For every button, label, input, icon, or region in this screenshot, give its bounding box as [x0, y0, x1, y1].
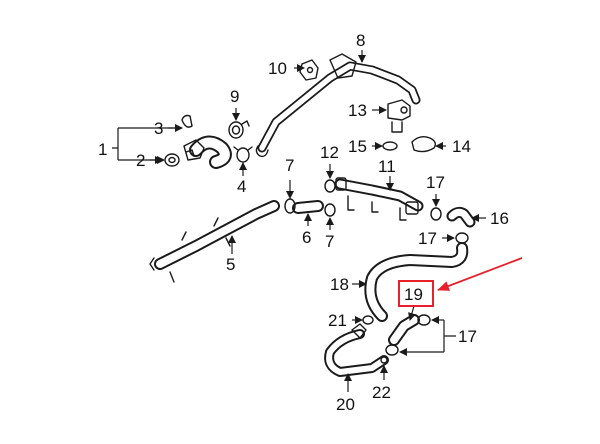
- part-5-water-pipe[interactable]: [149, 200, 280, 283]
- part-18-bypass-hose[interactable]: [364, 242, 469, 322]
- part-17-clamp-lower-bottom[interactable]: [385, 344, 399, 356]
- callout-12[interactable]: 12: [320, 143, 339, 162]
- part-16-hose[interactable]: [446, 206, 476, 228]
- part-17-clamp-lower-top[interactable]: [417, 314, 431, 326]
- callout-8[interactable]: 8: [356, 31, 365, 50]
- part-20-lower-pipe[interactable]: [324, 323, 389, 377]
- part-7-clamp-upper[interactable]: [284, 198, 296, 214]
- callout-16[interactable]: 16: [490, 209, 509, 228]
- part-7-clamp-lower[interactable]: [324, 203, 336, 217]
- callout-17-upper[interactable]: 17: [426, 173, 445, 192]
- part-6-hose[interactable]: [292, 200, 324, 214]
- part-9-clamp[interactable]: [228, 120, 250, 139]
- part-19-hose[interactable]: [388, 314, 420, 346]
- part-2-washer[interactable]: [164, 153, 180, 167]
- callout-10[interactable]: 10: [268, 59, 287, 78]
- callout-4[interactable]: 4: [237, 177, 246, 196]
- callout-20[interactable]: 20: [336, 395, 355, 414]
- leader-lines: [112, 50, 486, 392]
- part-17-clamp-mid[interactable]: [455, 232, 469, 244]
- callout-13[interactable]: 13: [348, 101, 367, 120]
- callout-15[interactable]: 15: [348, 137, 367, 156]
- part-13-sensor[interactable]: [387, 99, 411, 133]
- callout-1[interactable]: 1: [98, 140, 107, 159]
- part-4-clamp[interactable]: [233, 146, 253, 163]
- callout-18[interactable]: 18: [330, 275, 349, 294]
- callout-19[interactable]: 19: [404, 285, 423, 304]
- highlight-box-19[interactable]: [398, 280, 434, 307]
- part-22-seal[interactable]: [380, 356, 388, 364]
- callout-9[interactable]: 9: [230, 87, 239, 106]
- callout-3[interactable]: 3: [154, 119, 163, 138]
- callout-22[interactable]: 22: [372, 383, 391, 402]
- part-11-coolant-rail[interactable]: [334, 177, 424, 221]
- highlight-19: [398, 257, 523, 307]
- part-14-gasket[interactable]: [411, 135, 437, 153]
- callout-14[interactable]: 14: [452, 137, 471, 156]
- callout-11[interactable]: 11: [378, 157, 396, 176]
- callout-17-lower[interactable]: 17: [458, 327, 477, 346]
- callout-7-lower[interactable]: 7: [325, 232, 334, 251]
- part-8-upper-tube[interactable]: [255, 53, 421, 158]
- part-3-clamp[interactable]: [181, 114, 193, 128]
- callout-17-mid[interactable]: 17: [418, 229, 437, 248]
- part-21-oring[interactable]: [362, 315, 374, 325]
- part-12-oring[interactable]: [324, 179, 336, 193]
- callout-7-upper[interactable]: 7: [285, 156, 294, 175]
- callout-labels: 1 2 3 4 5 6 7 7 8 9 10 11 12 13 14 15 16…: [98, 31, 509, 414]
- part-15-oring[interactable]: [382, 141, 398, 151]
- part-1-hose-assembly[interactable]: [183, 135, 232, 169]
- callout-2[interactable]: 2: [136, 151, 145, 170]
- part-17-clamp-upper[interactable]: [430, 207, 442, 221]
- callout-6[interactable]: 6: [302, 228, 311, 247]
- part-10-bracket[interactable]: [299, 59, 319, 81]
- callout-21[interactable]: 21: [328, 311, 347, 330]
- callout-5[interactable]: 5: [226, 255, 235, 274]
- highlight-arrow: [437, 257, 523, 291]
